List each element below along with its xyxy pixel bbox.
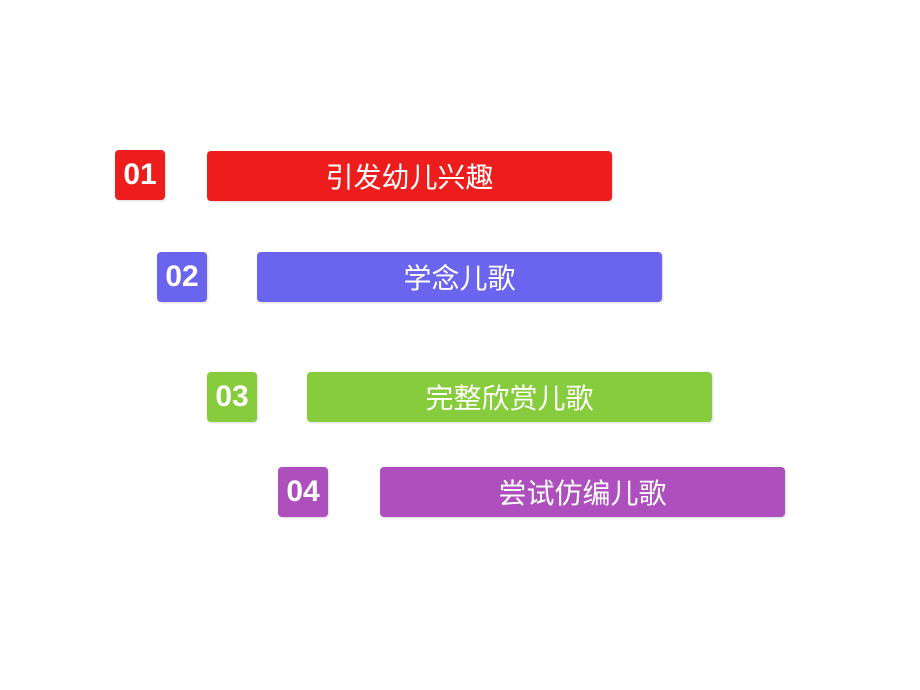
item-label: 学念儿歌 — [257, 252, 662, 302]
item-number: 03 — [207, 372, 257, 422]
item-number: 04 — [278, 467, 328, 517]
item-label: 尝试仿编儿歌 — [380, 467, 785, 517]
item-number: 02 — [157, 252, 207, 302]
item-label: 引发幼儿兴趣 — [207, 151, 612, 201]
item-number: 01 — [115, 150, 165, 200]
item-label: 完整欣赏儿歌 — [307, 372, 712, 422]
